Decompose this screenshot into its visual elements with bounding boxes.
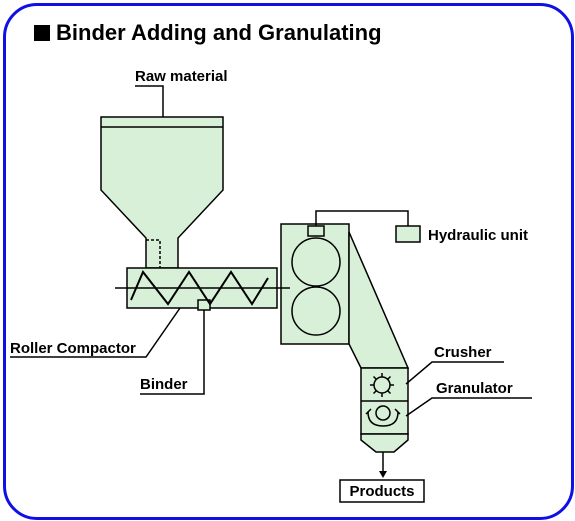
leader-crusher bbox=[405, 361, 504, 385]
discharge-chute bbox=[348, 231, 410, 369]
granulator-rotor-icon bbox=[365, 405, 401, 427]
label-crusher: Crusher bbox=[434, 344, 492, 361]
hopper bbox=[100, 116, 224, 269]
outlet-cone bbox=[360, 433, 409, 453]
label-raw-material: Raw material bbox=[135, 68, 228, 85]
title-text: Binder Adding and Granulating bbox=[56, 20, 382, 45]
lower-roller bbox=[291, 286, 341, 336]
hydraulic-pipe bbox=[315, 210, 409, 226]
label-binder: Binder bbox=[140, 376, 188, 393]
crusher-rotor-icon bbox=[370, 373, 394, 397]
label-hydraulic-unit: Hydraulic unit bbox=[428, 227, 528, 244]
label-roller-compactor: Roller Compactor bbox=[10, 340, 136, 357]
feed-chute-dotted bbox=[146, 239, 161, 268]
compactor-top-port bbox=[307, 225, 325, 237]
products-box bbox=[339, 479, 425, 503]
diagram-title: Binder Adding and Granulating bbox=[34, 20, 382, 46]
upper-roller bbox=[291, 237, 341, 287]
leader-raw-material bbox=[135, 85, 164, 117]
product-arrowhead bbox=[379, 471, 387, 478]
screw-flights bbox=[130, 270, 269, 306]
leader-roller-compactor bbox=[10, 307, 181, 358]
leader-binder bbox=[140, 310, 205, 395]
hydraulic-unit-box bbox=[395, 225, 421, 243]
label-granulator: Granulator bbox=[436, 380, 513, 397]
title-square-icon bbox=[34, 25, 50, 41]
label-products: Products bbox=[349, 483, 414, 500]
leader-granulator bbox=[405, 397, 532, 417]
